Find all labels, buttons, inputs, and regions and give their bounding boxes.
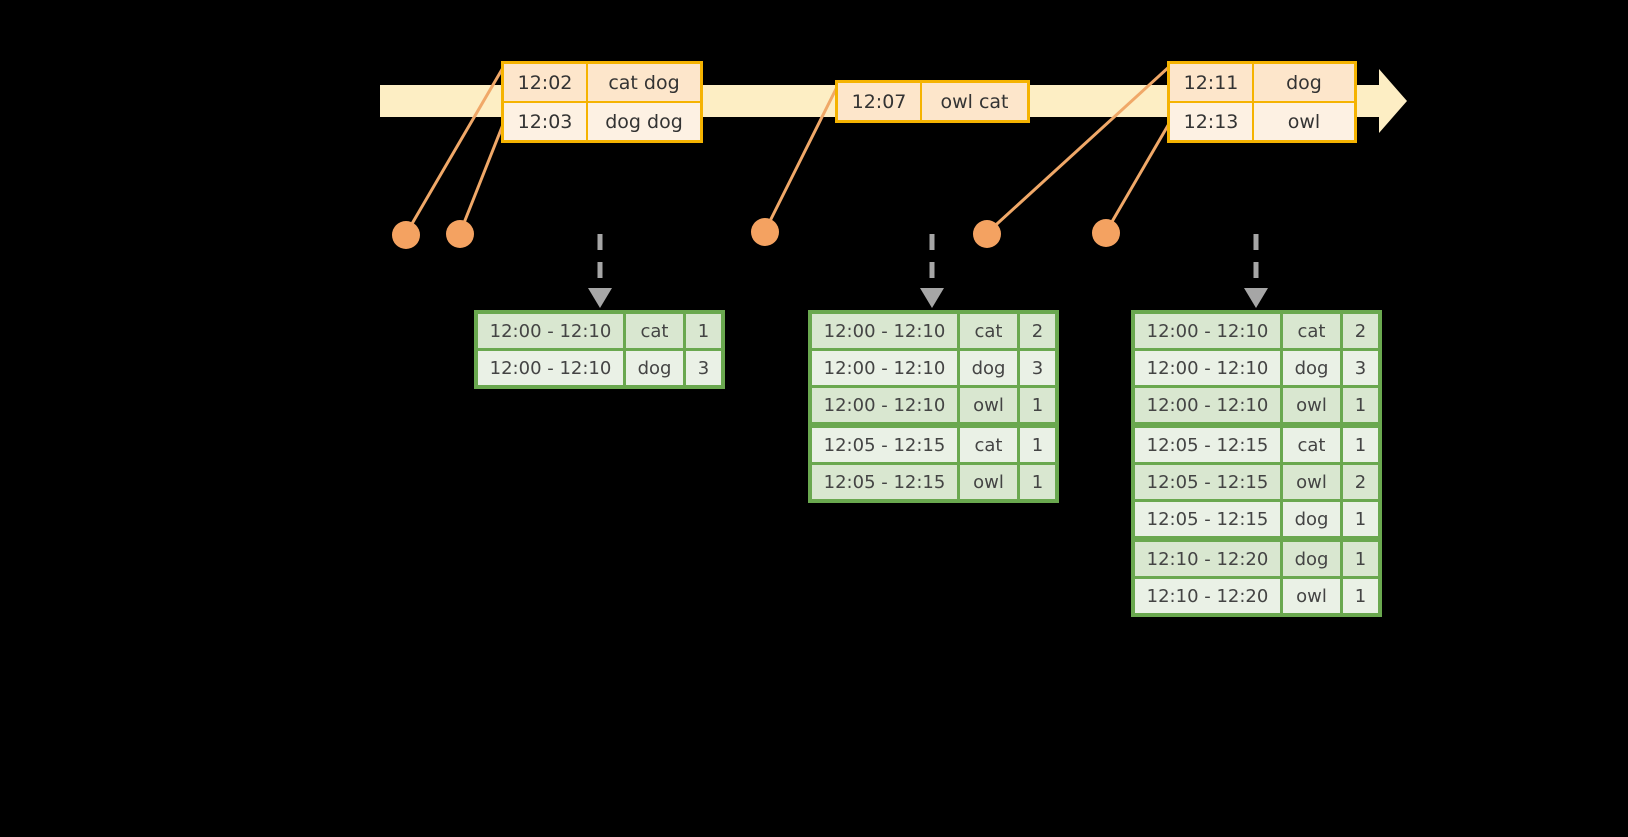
event-row: 12:07 owl cat (838, 83, 1027, 120)
result-count: 1 (1020, 388, 1055, 422)
event-words: dog (1254, 64, 1354, 101)
trigger-arrow-1 (588, 234, 612, 308)
result-count: 1 (1020, 465, 1055, 499)
event-time: 12:11 (1170, 64, 1252, 101)
event-time: 12:13 (1170, 103, 1252, 140)
result-word: cat (1283, 428, 1340, 462)
result-count: 2 (1343, 314, 1378, 348)
result-word: owl (1283, 465, 1340, 499)
result-word: owl (1283, 579, 1340, 613)
event-marker-dot (751, 218, 779, 246)
trigger-arrow-3 (1244, 234, 1268, 308)
result-word: cat (960, 314, 1017, 348)
event-time: 12:07 (838, 83, 920, 120)
result-window: 12:05 - 12:15 (1135, 428, 1280, 462)
event-words: dog dog (588, 103, 700, 140)
result-window: 12:00 - 12:10 (478, 314, 623, 348)
event-marker-dot (1092, 219, 1120, 247)
event-marker-dot (392, 221, 420, 249)
result-window: 12:00 - 12:10 (812, 388, 957, 422)
result-word: owl (960, 388, 1017, 422)
result-word: dog (1283, 542, 1340, 576)
result-window: 12:05 - 12:15 (812, 428, 957, 462)
event-words: owl (1254, 103, 1354, 140)
event-batch-2: 12:07 owl cat (835, 80, 1030, 123)
result-count: 2 (1343, 465, 1378, 499)
result-window: 12:00 - 12:10 (1135, 388, 1280, 422)
event-batch-3: 12:11 dog 12:13 owl (1167, 61, 1357, 143)
result-word: dog (960, 351, 1017, 385)
result-word: dog (1283, 351, 1340, 385)
event-time: 12:02 (504, 64, 586, 101)
trigger-arrow-2 (920, 234, 944, 308)
result-window: 12:00 - 12:10 (1135, 351, 1280, 385)
event-marker-dot (446, 220, 474, 248)
result-window: 12:05 - 12:15 (1135, 465, 1280, 499)
event-row: 12:11 dog (1170, 64, 1354, 101)
result-count: 3 (1020, 351, 1055, 385)
result-window: 12:00 - 12:10 (812, 351, 957, 385)
result-word: owl (1283, 388, 1340, 422)
result-count: 1 (1343, 542, 1378, 576)
event-row: 12:13 owl (1170, 103, 1354, 140)
result-window: 12:00 - 12:10 (812, 314, 957, 348)
result-count: 2 (1020, 314, 1055, 348)
result-count: 3 (686, 351, 721, 385)
result-window: 12:10 - 12:20 (1135, 579, 1280, 613)
event-words: cat dog (588, 64, 700, 101)
result-count: 1 (1343, 502, 1378, 536)
result-count: 1 (1343, 388, 1378, 422)
event-time: 12:03 (504, 103, 586, 140)
event-batch-1: 12:02 cat dog 12:03 dog dog (501, 61, 703, 143)
result-window: 12:05 - 12:15 (812, 465, 957, 499)
event-row: 12:03 dog dog (504, 103, 700, 140)
result-window: 12:00 - 12:10 (1135, 314, 1280, 348)
result-word: dog (1283, 502, 1340, 536)
result-word: cat (960, 428, 1017, 462)
result-window: 12:00 - 12:10 (478, 351, 623, 385)
result-count: 1 (1020, 428, 1055, 462)
timeline-arrowhead-icon (1379, 69, 1407, 133)
result-word: dog (626, 351, 683, 385)
result-word: owl (960, 465, 1017, 499)
result-count: 1 (1343, 579, 1378, 613)
result-window: 12:10 - 12:20 (1135, 542, 1280, 576)
result-count: 3 (1343, 351, 1378, 385)
event-row: 12:02 cat dog (504, 64, 700, 101)
result-window: 12:05 - 12:15 (1135, 502, 1280, 536)
result-word: cat (1283, 314, 1340, 348)
result-word: cat (626, 314, 683, 348)
result-count: 1 (686, 314, 721, 348)
event-words: owl cat (922, 83, 1027, 120)
event-marker-dot (973, 220, 1001, 248)
result-count: 1 (1343, 428, 1378, 462)
